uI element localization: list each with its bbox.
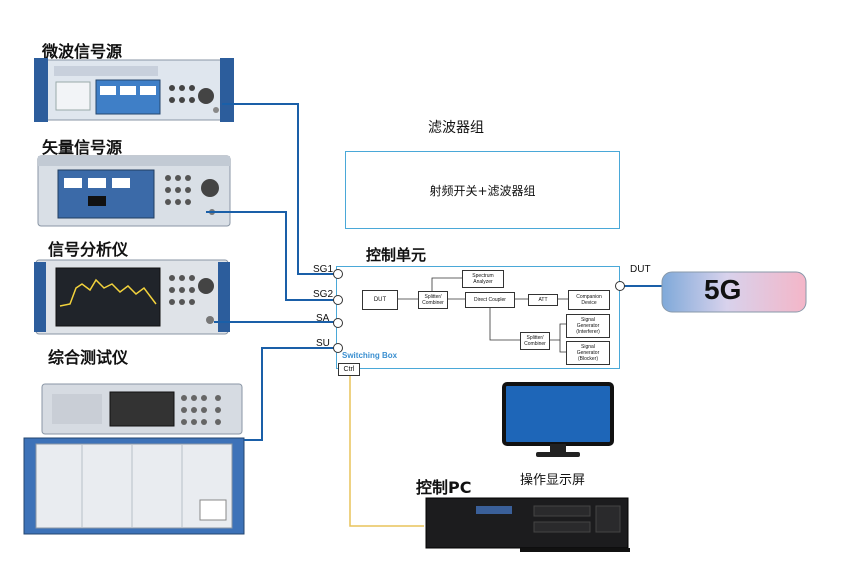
control-unit-title: 控制单元 — [366, 246, 427, 264]
cable-sg2 — [206, 211, 336, 301]
block-splitter-1-label: Splitter/ Combiner — [422, 294, 444, 306]
block-companion-device: Companion Device — [568, 290, 610, 310]
block-companion-device-label: Companion Device — [576, 294, 602, 306]
filter-group-box: 射频开关+滤波器组 — [345, 151, 620, 229]
port-su[interactable] — [333, 343, 343, 353]
block-generator-blocker: Signal Generator (Blocker) — [566, 341, 610, 365]
port-dut[interactable] — [615, 281, 625, 291]
block-splitter-2-label: Splitter/ Combiner — [524, 335, 546, 347]
monitor-label: 操作显示屏 — [520, 473, 586, 488]
port-sg1[interactable] — [333, 269, 343, 279]
comprehensive-tester — [23, 383, 245, 535]
microwave-signal-source — [34, 58, 234, 122]
port-su-label: SU — [316, 338, 330, 349]
phone-dut-image — [661, 271, 807, 313]
block-generator-interferer-label: Signal Generator (Interferer) — [576, 317, 600, 335]
vector-source-label: 矢量信号源 — [42, 138, 123, 157]
block-splitter-1: Splitter/ Combiner — [418, 291, 448, 309]
filter-group-box-text: 射频开关+滤波器组 — [429, 183, 536, 198]
filter-group-title: 滤波器组 — [428, 120, 484, 136]
block-att-label: ATT — [538, 297, 548, 303]
port-sg2[interactable] — [333, 295, 343, 305]
phone-5g-badge: 5G — [704, 274, 742, 305]
block-generator-interferer: Signal Generator (Interferer) — [566, 314, 610, 338]
control-pc-image — [425, 497, 630, 552]
block-spectrum-analyzer-label: Spectrum Analyzer — [472, 273, 494, 285]
ctrl-port[interactable]: Ctrl — [338, 363, 360, 376]
port-sg1-label: SG1 — [313, 264, 334, 275]
cable-su — [244, 347, 336, 441]
port-sg2-label: SG2 — [313, 289, 334, 300]
vector-signal-source — [37, 155, 231, 227]
block-spectrum-analyzer: Spectrum Analyzer — [462, 270, 504, 288]
signal-analyzer — [34, 259, 230, 335]
ctrl-port-label: Ctrl — [343, 366, 355, 373]
block-att: ATT — [528, 294, 558, 306]
cable-sg1 — [222, 103, 336, 275]
block-direct-coupler: Direct Coupler — [465, 292, 515, 308]
signal-analyzer-label: 信号分析仪 — [48, 240, 129, 259]
microwave-source-label: 微波信号源 — [42, 42, 123, 61]
monitor-image — [502, 382, 614, 457]
control-pc-label: 控制PC — [416, 478, 472, 497]
port-sa[interactable] — [333, 318, 343, 328]
block-dut: DUT — [362, 290, 398, 310]
port-dut-label: DUT — [630, 264, 651, 275]
block-dut-label: DUT — [373, 297, 387, 303]
block-generator-blocker-label: Signal Generator (Blocker) — [576, 344, 600, 362]
comprehensive-tester-label: 综合测试仪 — [48, 348, 129, 367]
switching-box-label: Switching Box — [342, 351, 398, 360]
port-sa-label: SA — [316, 313, 330, 324]
block-splitter-2: Splitter/ Combiner — [520, 332, 550, 350]
block-direct-coupler-label: Direct Coupler — [474, 297, 506, 303]
